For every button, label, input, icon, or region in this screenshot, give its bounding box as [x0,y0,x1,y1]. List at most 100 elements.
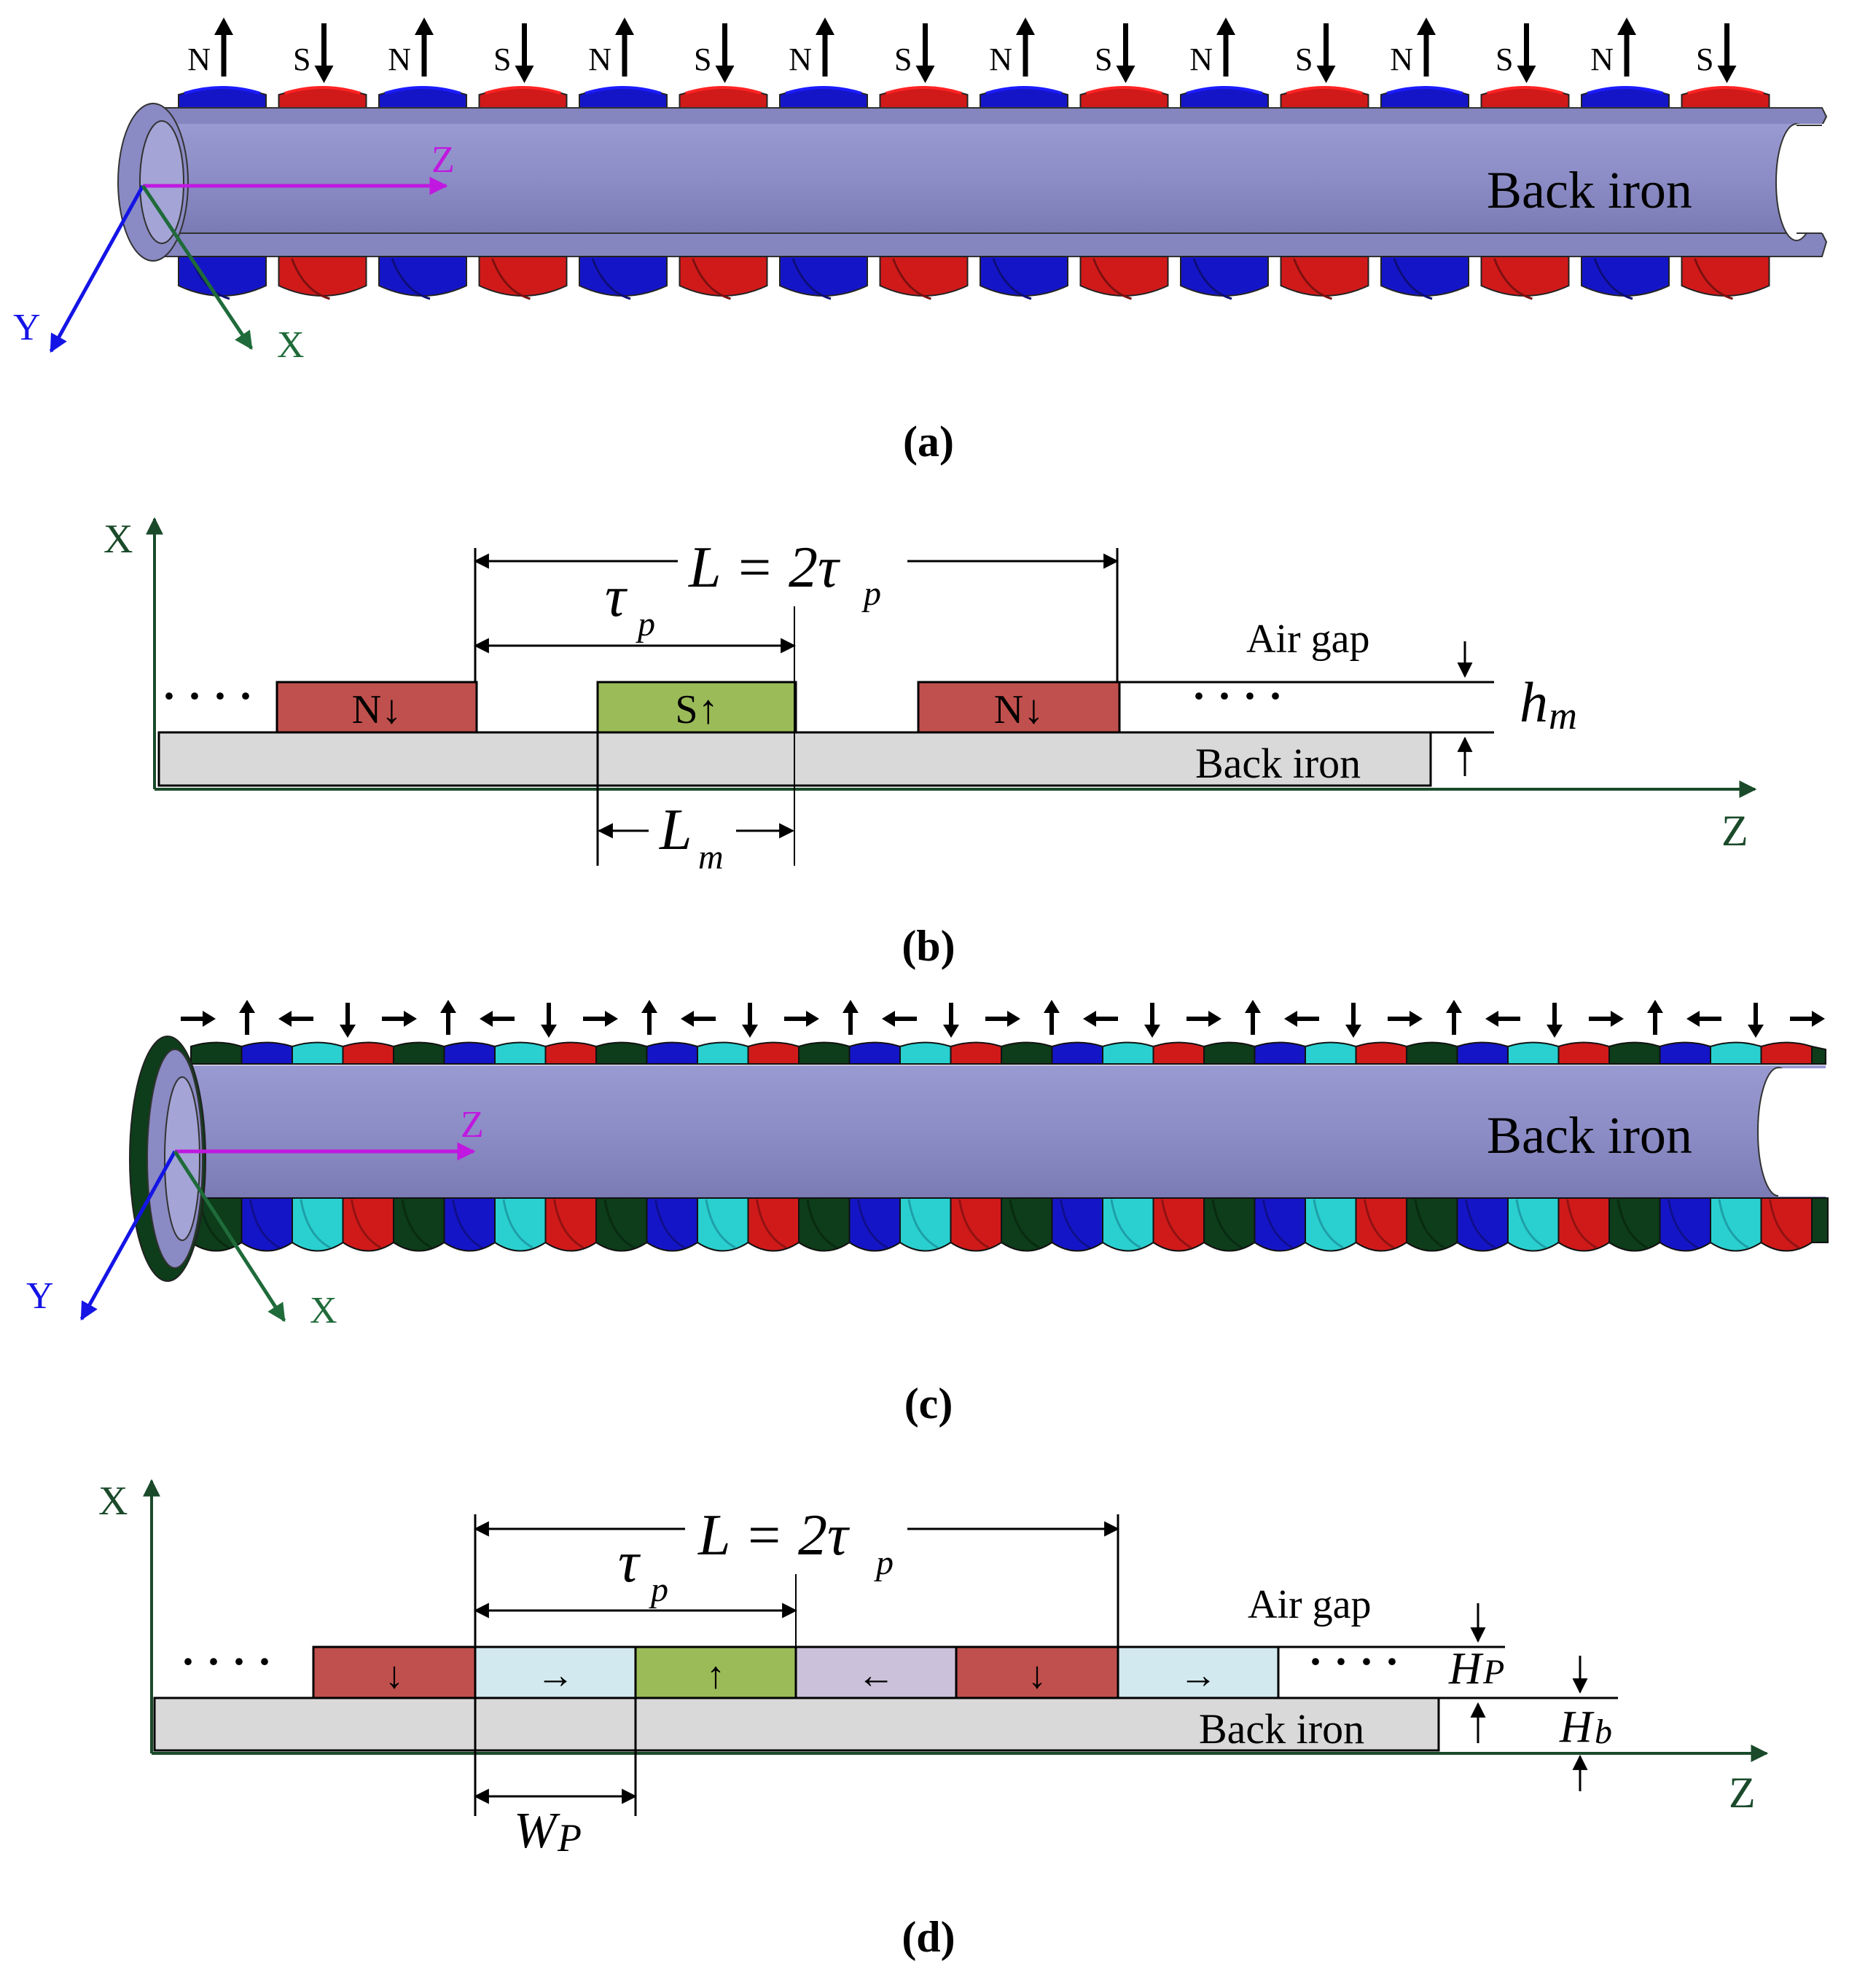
right-arrow-icon [1589,1011,1624,1027]
panel-c-halbach-tube: Back iron Z Y X (c) [26,1000,1829,1428]
panel-a-magnet-top-4 [478,86,568,109]
panel-c-top-segment-14 [848,1041,901,1065]
panel-a-magnet-bottom-6 [679,256,768,300]
up-arrow-icon [1245,1000,1261,1035]
panel-c-bottom-segment-13 [798,1197,851,1252]
panel-d-back-iron [153,1697,1440,1752]
panel-a-magnet-bottom-16 [1681,256,1770,300]
panel-a-pole-label-15: N [1590,42,1614,77]
panel-a-magnet-bottom-10 [1079,256,1169,300]
panel-a-magnet-bottom-13 [1380,256,1469,300]
panel-c-top-segment-29 [1608,1041,1661,1065]
panel-c-top-segment-9 [595,1041,648,1065]
panel-a-top-magnets [178,86,1770,109]
up-arrow-icon [843,1000,859,1035]
left-arrow-icon [1686,1011,1721,1027]
panel-a-pole-label-11: N [1189,42,1213,77]
panel-d-segment-1-arrow: ↓ [385,1655,404,1697]
panel-d-iron-height-subscript: b [1595,1713,1612,1751]
panel-c-bottom-segment-5 [393,1197,445,1252]
panel-a-magnet-bottom-12 [1280,256,1369,300]
panel-b-magnet-n2-label: N↓ [994,687,1044,732]
panel-c-bottom-segment-24 [1355,1197,1407,1252]
panel-c-axes: Z Y X [26,1104,484,1331]
panel-a-magnet-bottom-7 [779,256,868,300]
panel-c-top-segment-23 [1305,1041,1357,1065]
right-arrow-icon [181,1011,216,1027]
up-arrow-icon [1044,1000,1060,1035]
panel-a-magnet-bottom-14 [1480,256,1570,300]
panel-a-magnet-top-10 [1079,86,1169,109]
left-arrow-icon [1284,1011,1319,1027]
right-arrow-icon [1388,1011,1423,1027]
panel-c-top-segment-12 [747,1041,800,1065]
panel-c-top-segment-26 [1456,1041,1509,1065]
panel-b-period-label: L = 2τ [688,536,841,600]
panel-d-dots-left: · · · · [181,1637,272,1686]
panel-a-pole-label-8: S [894,42,912,77]
panel-d-z-axis-label: Z [1729,1769,1756,1817]
panel-d-halbach-cross-section: X Z Back iron ↓ → ↑ ← ↓ → · · · · · · · … [98,1479,1769,1961]
panel-a-pole-label-5: N [588,42,611,77]
panel-c-top-segment-5 [393,1041,445,1065]
right-arrow-icon [583,1011,618,1027]
panel-b-magnet-s [596,681,797,734]
panel-c-bottom-segment-20 [1152,1197,1205,1252]
panel-b-magnet-length-subscript: m [698,838,724,877]
panel-b-magnet-n2 [917,681,1121,734]
right-arrow-icon [1790,1011,1825,1027]
panel-c-magnetization-arrows [181,1000,1825,1038]
up-arrow-icon [239,1000,255,1035]
panel-c-bottom-segment-23 [1305,1197,1357,1252]
panel-a-tube-end [117,103,189,262]
down-arrow-icon [1144,1003,1160,1038]
panel-d-segment-6-arrow: → [1179,1655,1217,1697]
panel-d-segment-3-arrow: ↑ [706,1655,725,1697]
panel-b-magnet-height-subscript: m [1549,694,1577,737]
panel-c-bottom-segment-6 [443,1197,496,1252]
panel-b-magnet-s-label: S↑ [675,687,718,732]
panel-c-top-segment-31 [1710,1041,1762,1065]
panel-d-air-gap-label: Air gap [1248,1582,1372,1627]
right-arrow-icon [985,1011,1020,1027]
panel-a-magnet-bottom-1 [178,256,267,300]
down-arrow-icon [742,1003,758,1038]
right-arrow-icon [382,1011,417,1027]
panel-c-bottom-ring [190,1197,1829,1252]
panel-b-magnet-length-label: L [659,798,692,862]
panel-c-top-segment-28 [1557,1041,1610,1065]
panel-c-bottom-segment-22 [1254,1197,1306,1252]
panel-c-top-segment-7 [494,1041,547,1065]
panel-d-pm-height-label: H [1448,1644,1484,1694]
panel-c-bottom-segment-9 [595,1197,648,1252]
panel-d-segment-1 [312,1645,477,1699]
panel-d-segment-5-arrow: ↓ [1028,1655,1047,1697]
panel-a-magnet-top-6 [679,86,768,109]
panel-a-magnet-bottom-11 [1180,256,1269,300]
panel-c-top-segment-10 [646,1041,698,1065]
panel-c-top-segment-13 [798,1041,851,1065]
panel-b-caption: (b) [902,922,955,970]
panel-a-pole-label-2: S [293,42,310,77]
down-arrow-icon [1547,1003,1563,1038]
down-arrow-icon [340,1003,356,1038]
panel-c-bottom-segment-30 [1659,1197,1711,1252]
panel-c-bottom-segment-14 [848,1197,901,1252]
up-arrow-icon [641,1000,657,1035]
panel-a-y-axis-label: Y [13,307,41,348]
panel-a-bottom-magnets [178,256,1770,300]
panel-c-bottom-segment-25 [1406,1197,1458,1252]
panel-a-magnet-bottom-9 [980,256,1068,300]
panel-c-top-segment-27 [1507,1041,1560,1065]
panel-a-pole-label-4: S [493,42,511,77]
panel-a-pole-label-7: N [789,42,812,77]
panel-c-bottom-segment-18 [1051,1197,1103,1252]
panel-b-cross-section: X Z Back iron N↓ S↑ N↓ · · · · · · · · L… [103,517,1757,970]
panel-a-magnet-top-13 [1380,86,1469,109]
panel-c-y-axis-label: Y [26,1275,54,1317]
panel-c-bottom-segment-4 [342,1197,394,1252]
right-arrow-icon [784,1011,819,1027]
panel-d-width-label: W [514,1803,560,1859]
right-arrow-icon [1186,1011,1221,1027]
panel-a-magnet-top-12 [1280,86,1369,109]
